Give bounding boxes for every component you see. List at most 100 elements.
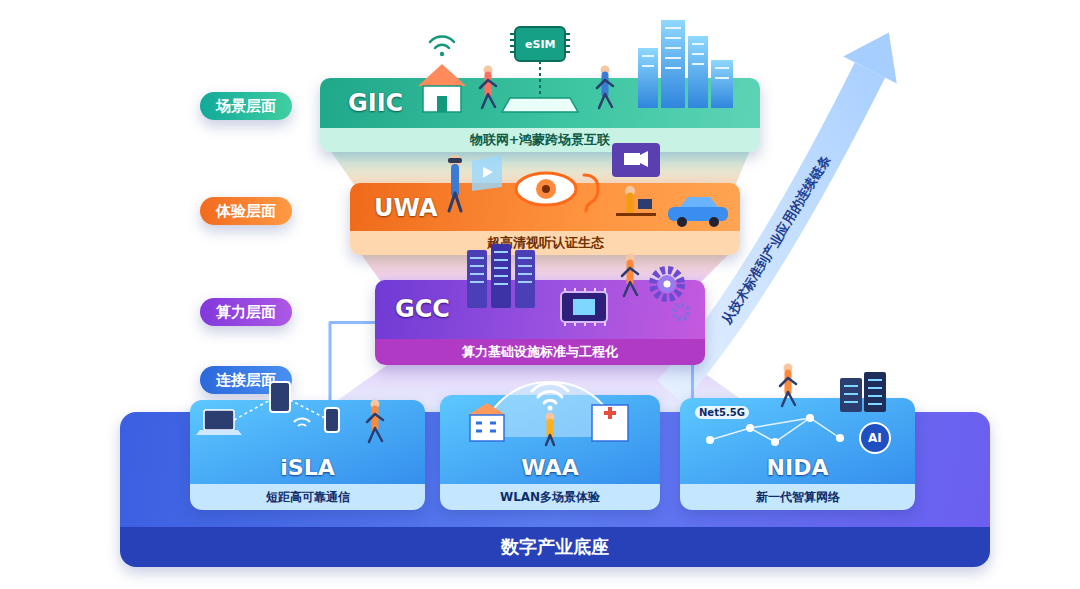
illustration-path [510, 34, 570, 52]
illustration-circle [771, 438, 779, 446]
illustration-polygon [472, 155, 502, 191]
standard-box: WAA WLAN多场景体验 [440, 395, 660, 510]
illustration-circle [706, 436, 714, 444]
layer-label: 连接层面 [200, 366, 292, 394]
illustration-path [476, 423, 496, 431]
illustration-rect [270, 382, 290, 412]
illustration-circle [542, 185, 550, 193]
illustration-path [627, 196, 634, 211]
illustration-path [367, 414, 383, 442]
standard-desc: 短距高可靠通信 [266, 484, 350, 510]
standard-desc: 算力基础设施标准与工程化 [462, 339, 618, 365]
illustration-circle [746, 424, 754, 432]
illustration-circle [806, 414, 814, 422]
illustration-rect [515, 27, 565, 61]
layer-name: 场景层面 [216, 97, 276, 115]
standard-name: NIDA [767, 455, 829, 480]
illustration-circle [709, 217, 719, 227]
illustration-rect [573, 299, 595, 315]
layer-name: 连接层面 [216, 371, 276, 389]
illustration-path [710, 418, 840, 442]
illustration-circle [548, 406, 553, 411]
standard-desc: 超高清视听认证生态 [487, 231, 604, 255]
base-platform: 数字产业底座 iSLA 短距高可靠通信 WAA WLAN多场景体验 NIDA 新一代智算网络 [120, 412, 990, 567]
illustration-path [642, 28, 729, 78]
base-name: 数字产业底座 [501, 527, 609, 567]
network-label: Net5.5G [695, 406, 749, 419]
illustration-circle [658, 275, 676, 293]
illustration-path [780, 378, 796, 406]
illustration-rect [864, 372, 886, 412]
ai-label: AI [868, 431, 882, 445]
illustration-rect [491, 244, 511, 308]
layer-name: 体验层面 [216, 202, 276, 220]
illustration-circle [536, 179, 556, 199]
illustration-rect [711, 60, 733, 108]
connector-line [330, 323, 375, 401]
illustration-polygon [468, 403, 506, 415]
layer-label: 场景层面 [200, 92, 292, 120]
illustration-rect [423, 86, 461, 112]
connector-line [691, 365, 694, 398]
illustration-path [449, 193, 461, 211]
standard-desc: 物联网+鸿蒙跨场景互联 [470, 128, 611, 152]
illustration-path [470, 252, 532, 284]
illustration-rect [624, 153, 640, 165]
illustration-rect [515, 250, 535, 308]
illustration-circle [440, 52, 444, 56]
illustration-rect [467, 250, 487, 308]
illustration-path [627, 263, 634, 282]
scene-platform: GIIC 物联网+鸿蒙跨场景互联 [320, 78, 760, 152]
illustration-circle [625, 186, 635, 196]
illustration-rect [561, 292, 607, 322]
illustration-path [372, 409, 379, 428]
illustration-circle [371, 400, 380, 409]
illustration-path [844, 380, 882, 404]
illustration-rect [616, 213, 656, 216]
progress-arrow-head [843, 32, 897, 83]
standard-name: UWA [374, 195, 437, 223]
illustration-rect [470, 415, 504, 441]
illustration-circle [546, 413, 555, 422]
compute-platform: GCC 算力基础设施标准与工程化 [375, 280, 705, 365]
illustration-path [485, 382, 615, 437]
illustration-path [565, 288, 605, 326]
illustration-rect [608, 407, 612, 419]
illustration-path [547, 422, 554, 435]
illustration-path [451, 168, 459, 193]
illustration-circle [836, 434, 844, 442]
illustration-path [602, 75, 609, 94]
layer-label: 算力层面 [200, 298, 292, 326]
illustration-circle [677, 217, 687, 227]
illustration-rect [592, 405, 628, 441]
layer-label: 体验层面 [200, 197, 292, 225]
illustration-rect [638, 199, 652, 209]
illustration-polygon [483, 167, 493, 178]
light-beam [330, 150, 750, 186]
chip-label: eSIM [525, 38, 555, 51]
illustration-circle [784, 364, 793, 373]
standard-desc: WLAN多场景体验 [500, 484, 600, 510]
illustration-rect [437, 96, 447, 112]
standard-name: GCC [395, 296, 450, 324]
illustration-path [532, 383, 568, 403]
standard-name: iSLA [280, 455, 334, 480]
standard-box: iSLA 短距高可靠通信 [190, 400, 425, 510]
illustration-circle [449, 155, 461, 167]
illustration-circle [653, 270, 681, 298]
illustration-ellipse [516, 173, 576, 205]
standard-name: WAA [521, 455, 578, 480]
illustration-polygon [418, 64, 466, 86]
illustration-path [584, 175, 598, 211]
illustration-path [234, 400, 325, 420]
standard-name: GIIC [348, 90, 403, 118]
illustration-path [294, 419, 310, 426]
standard-desc: 新一代智算网络 [756, 484, 840, 510]
illustration-path [597, 80, 613, 108]
illustration-rect [638, 48, 658, 108]
illustration-rect [840, 378, 862, 412]
illustration-circle [664, 281, 671, 288]
illustration-rect [612, 143, 660, 177]
illustration-path [546, 435, 554, 445]
